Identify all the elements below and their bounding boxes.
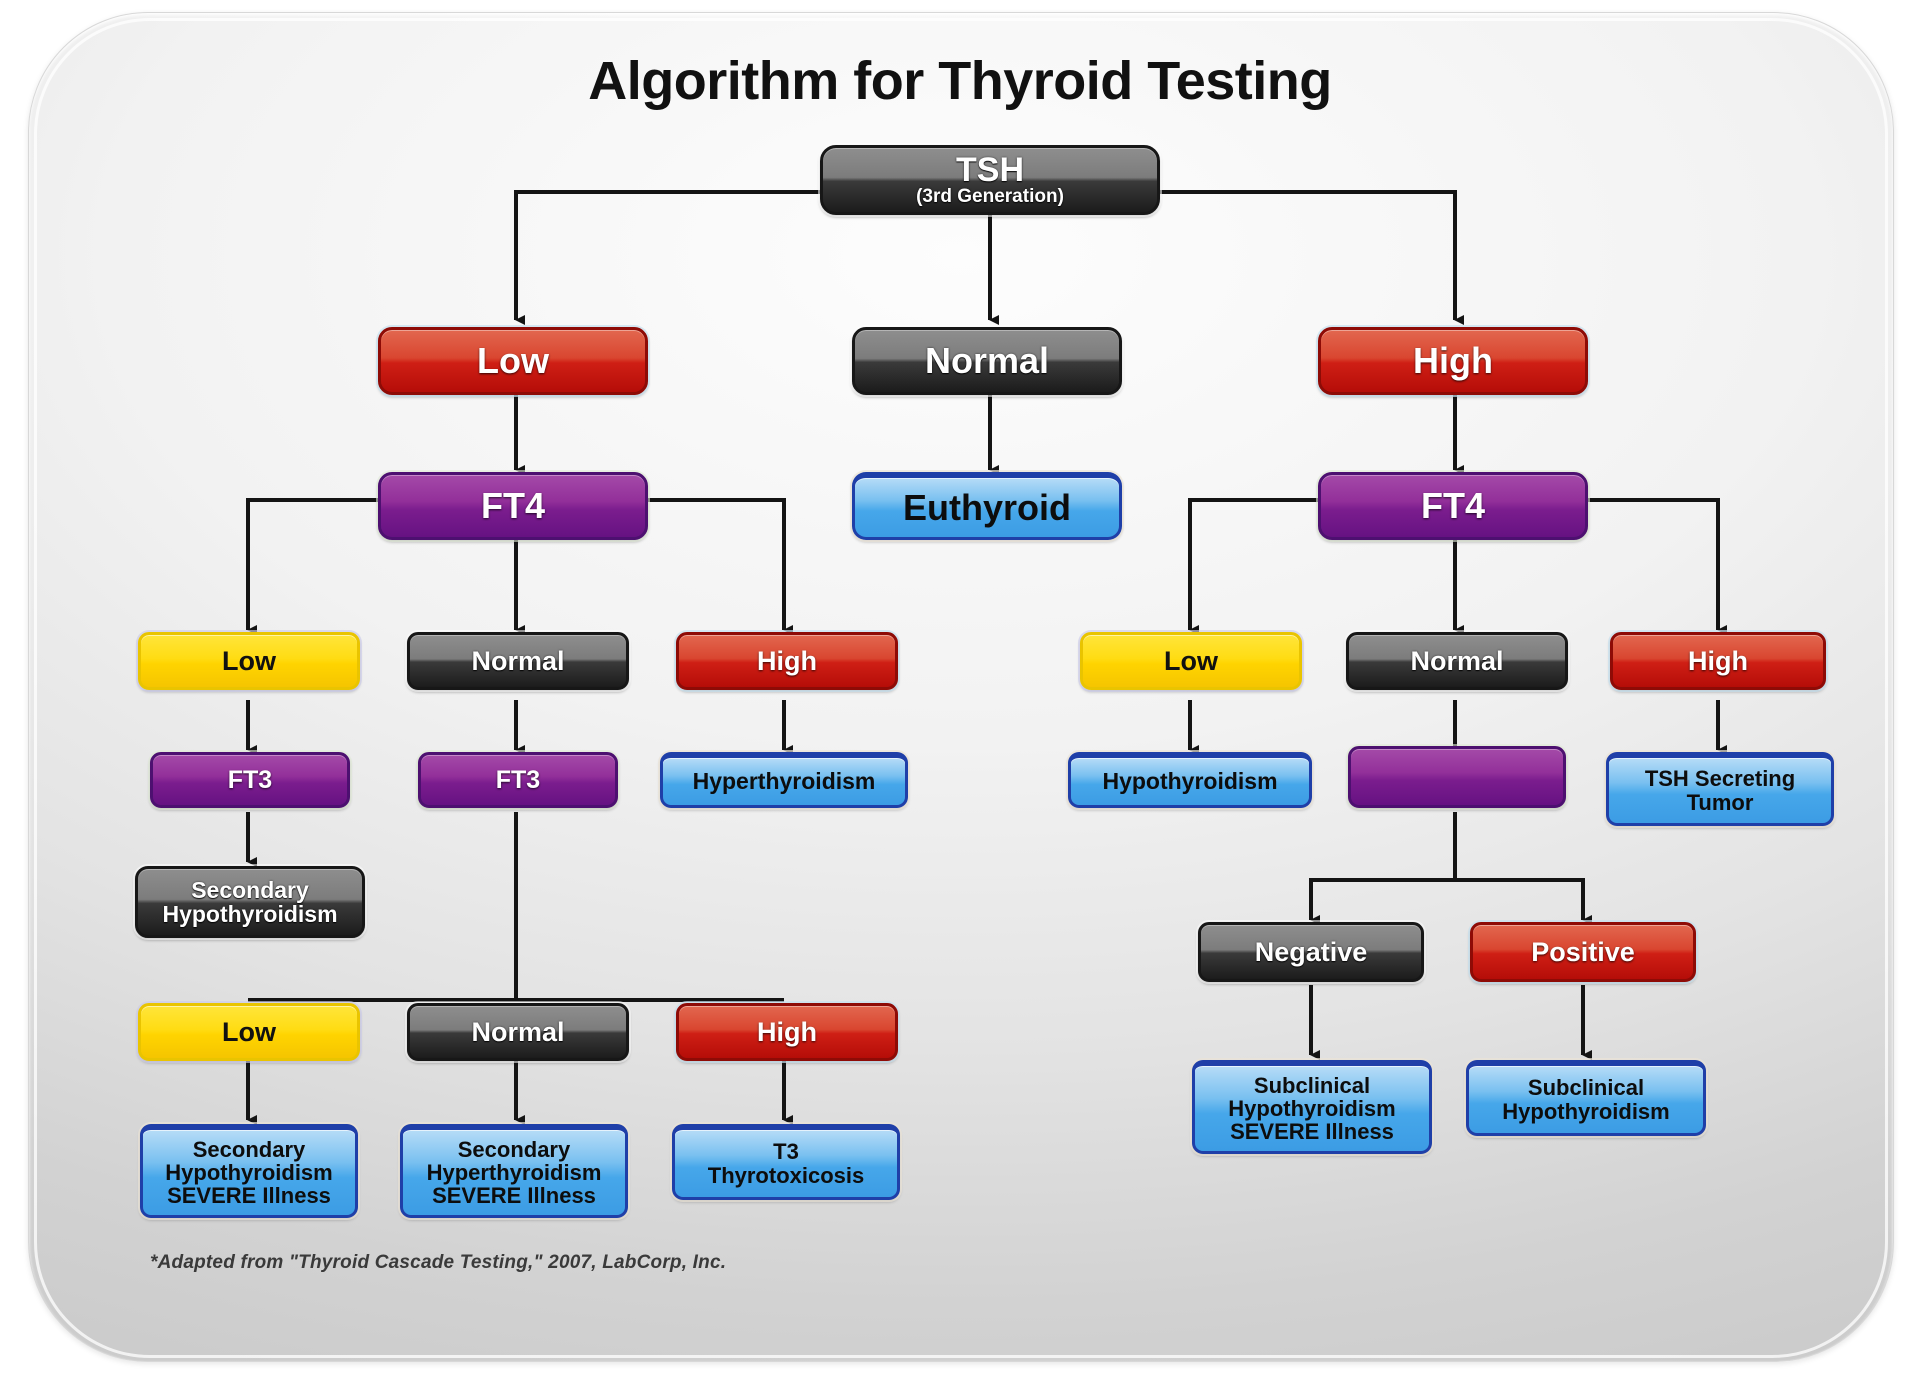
node-secondary-hypothyroidism-label: Secondary Hypothyroidism: [162, 876, 338, 927]
node-right-ft4-normal-label: Normal: [1410, 645, 1504, 676]
node-tsh-normal-label: Normal: [924, 340, 1050, 382]
node-secondary-hypo-severe[interactable]: Secondary Hypothyroidism SEVERE Illness: [140, 1124, 358, 1218]
page-title: Algorithm for Thyroid Testing: [588, 51, 1332, 111]
node-left-ft3-low[interactable]: Low: [138, 1003, 360, 1061]
node-left-ft3-high[interactable]: High: [676, 1003, 898, 1061]
node-tsh-label: TSH: [956, 151, 1024, 190]
node-secondary-hypo-severe-label: Secondary Hypothyroidism SEVERE Illness: [165, 1136, 333, 1209]
node-right-ft4-high[interactable]: High: [1610, 632, 1826, 690]
node-hyperthyroidism[interactable]: Hyperthyroidism: [660, 752, 908, 808]
node-t3-thyrotoxicosis[interactable]: T3 Thyrotoxicosis: [672, 1124, 900, 1200]
node-left-ft3-normal[interactable]: Normal: [407, 1003, 629, 1061]
node-ft4-right[interactable]: FT4: [1318, 472, 1588, 540]
node-right-ft4-normal[interactable]: Normal: [1346, 632, 1568, 690]
footnote: *Adapted from "Thyroid Cascade Testing,"…: [150, 1252, 727, 1273]
node-positive[interactable]: Positive: [1470, 922, 1696, 982]
node-left-ft4-high[interactable]: High: [676, 632, 898, 690]
node-negative-label: Negative: [1254, 936, 1368, 967]
node-left-ft3-a-label: FT3: [227, 765, 273, 794]
node-tsh-low[interactable]: Low: [378, 327, 648, 395]
node-right-ft4-high-label: High: [1688, 645, 1748, 676]
node-right-unlabeled-purple[interactable]: [1348, 746, 1566, 808]
node-euthyroid-label: Euthyroid: [903, 486, 1071, 528]
node-negative[interactable]: Negative: [1198, 922, 1424, 982]
node-ft4-left-label: FT4: [480, 485, 545, 527]
node-tsh-high[interactable]: High: [1318, 327, 1588, 395]
node-euthyroid[interactable]: Euthyroid: [852, 472, 1122, 540]
node-left-ft3-b[interactable]: FT3: [418, 752, 618, 808]
node-left-ft4-low[interactable]: Low: [138, 632, 360, 690]
node-hyperthyroidism-label: Hyperthyroidism: [692, 768, 876, 795]
node-subclinical-hypo-severe[interactable]: Subclinical Hypothyroidism SEVERE Illnes…: [1192, 1060, 1432, 1154]
node-left-ft3-high-label: High: [757, 1016, 817, 1047]
node-positive-label: Positive: [1531, 936, 1635, 967]
node-hypothyroidism-label: Hypothyroidism: [1102, 768, 1278, 795]
node-left-ft3-normal-label: Normal: [471, 1016, 565, 1047]
node-tsh-sublabel: (3rd Generation): [916, 185, 1064, 207]
node-left-ft4-normal-label: Normal: [471, 645, 565, 676]
node-ft4-right-label: FT4: [1420, 485, 1485, 527]
node-left-ft4-low-label: Low: [222, 645, 276, 676]
node-secondary-hyper-severe-label: Secondary Hyperthyroidism SEVERE Illness: [426, 1136, 602, 1209]
node-right-ft4-low[interactable]: Low: [1080, 632, 1302, 690]
node-subclinical-hypo-severe-label: Subclinical Hypothyroidism SEVERE Illnes…: [1228, 1072, 1396, 1145]
node-tsh-secreting-tumor-label: TSH Secreting Tumor: [1644, 766, 1796, 815]
node-t3-thyrotoxicosis-label: T3 Thyrotoxicosis: [707, 1139, 865, 1188]
node-tsh-high-label: High: [1413, 340, 1493, 382]
node-secondary-hypothyroidism[interactable]: Secondary Hypothyroidism: [135, 866, 365, 938]
node-right-ft4-low-label: Low: [1164, 645, 1218, 676]
node-left-ft3-low-label: Low: [222, 1016, 276, 1047]
node-tsh-low-label: Low: [477, 340, 549, 382]
node-tsh-secreting-tumor[interactable]: TSH Secreting Tumor: [1606, 752, 1834, 826]
node-left-ft4-high-label: High: [757, 645, 817, 676]
node-hypothyroidism[interactable]: Hypothyroidism: [1068, 752, 1312, 808]
node-secondary-hyper-severe[interactable]: Secondary Hyperthyroidism SEVERE Illness: [400, 1124, 628, 1218]
node-left-ft3-a[interactable]: FT3: [150, 752, 350, 808]
node-left-ft4-normal[interactable]: Normal: [407, 632, 629, 690]
node-subclinical-hypo-label: Subclinical Hypothyroidism: [1502, 1075, 1670, 1124]
node-left-ft3-b-label: FT3: [495, 765, 541, 794]
node-tsh-normal[interactable]: Normal: [852, 327, 1122, 395]
node-tsh[interactable]: TSH (3rd Generation): [820, 145, 1160, 215]
node-ft4-left[interactable]: FT4: [378, 472, 648, 540]
node-subclinical-hypo[interactable]: Subclinical Hypothyroidism: [1466, 1060, 1706, 1136]
